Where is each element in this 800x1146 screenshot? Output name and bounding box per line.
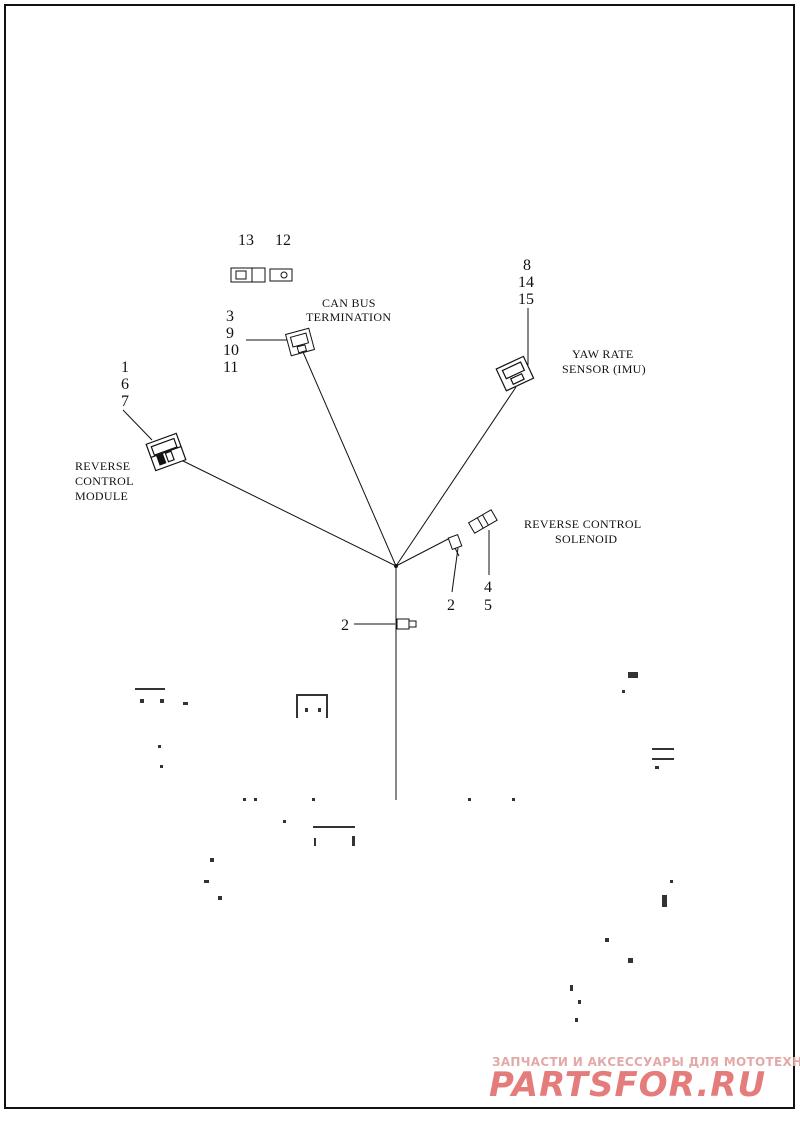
callout-11: 11: [223, 359, 238, 376]
callout-numbers: 13 12 3 9 10 11 8 14 15 1 6 7 4 5 2 2: [121, 232, 534, 634]
callout-10: 10: [223, 342, 239, 359]
reverse-module-label-line1: REVERSE: [75, 459, 130, 473]
callout-3: 3: [226, 308, 234, 325]
diagram-frame: [4, 4, 795, 1109]
callout-9: 9: [226, 325, 234, 342]
callout-5: 5: [484, 597, 492, 614]
callout-8: 8: [523, 257, 531, 274]
fastener-clip-trunk: [396, 618, 417, 630]
watermark: ЗАПЧАСТИ И АКСЕССУАРЫ ДЛЯ МОТОТЕХНИКИ PA…: [489, 1055, 800, 1105]
solenoid-label-line1: REVERSE CONTROL: [524, 517, 642, 531]
scan-speckles: [135, 672, 674, 1022]
fastener-clip-right: [447, 534, 463, 557]
callout-15: 15: [518, 291, 534, 308]
callout-13: 13: [238, 232, 254, 249]
callout-4: 4: [484, 579, 492, 596]
callout-12: 12: [275, 232, 291, 249]
callout-7: 7: [121, 393, 129, 410]
wire-solenoid: [395, 536, 453, 567]
harness-wires: [122, 308, 529, 800]
wire-yaw-sensor: [395, 386, 517, 567]
callout-1: 1: [121, 359, 129, 376]
connector-yaw-rate-sensor: [495, 355, 535, 392]
can-bus-label-line1: CAN BUS: [322, 296, 376, 310]
callout-14: 14: [518, 274, 534, 291]
wire-reverse-module: [176, 457, 397, 567]
connector-12: [269, 268, 293, 282]
wire-can-bus: [302, 351, 397, 567]
reverse-module-label-line2: CONTROL: [75, 474, 134, 488]
leader-2-right: [451, 547, 459, 593]
component-labels: CAN BUS TERMINATION YAW RATE SENSOR (IMU…: [75, 296, 646, 546]
connector-reverse-control-solenoid: [467, 509, 498, 534]
reverse-module-label-line3: MODULE: [75, 489, 128, 503]
watermark-logo: PARTSFOR.RU: [489, 1065, 766, 1105]
watermark-tagline: ЗАПЧАСТИ И АКСЕССУАРЫ ДЛЯ МОТОТЕХНИКИ: [492, 1055, 800, 1069]
callout-2-right: 2: [447, 597, 455, 614]
yaw-rate-label-line2: SENSOR (IMU): [562, 362, 646, 376]
connector-13: [230, 267, 266, 283]
solenoid-label-line2: SOLENOID: [555, 532, 617, 546]
callout-2-left: 2: [341, 617, 349, 634]
connector-reverse-control-module: [145, 432, 187, 472]
harness-junction: [394, 564, 398, 568]
callout-6: 6: [121, 376, 129, 393]
leader-1-6-7: [122, 409, 153, 441]
can-bus-label-line2: TERMINATION: [306, 310, 391, 324]
yaw-rate-label-line1: YAW RATE: [572, 347, 634, 361]
connector-can-bus-termination: [284, 327, 316, 357]
